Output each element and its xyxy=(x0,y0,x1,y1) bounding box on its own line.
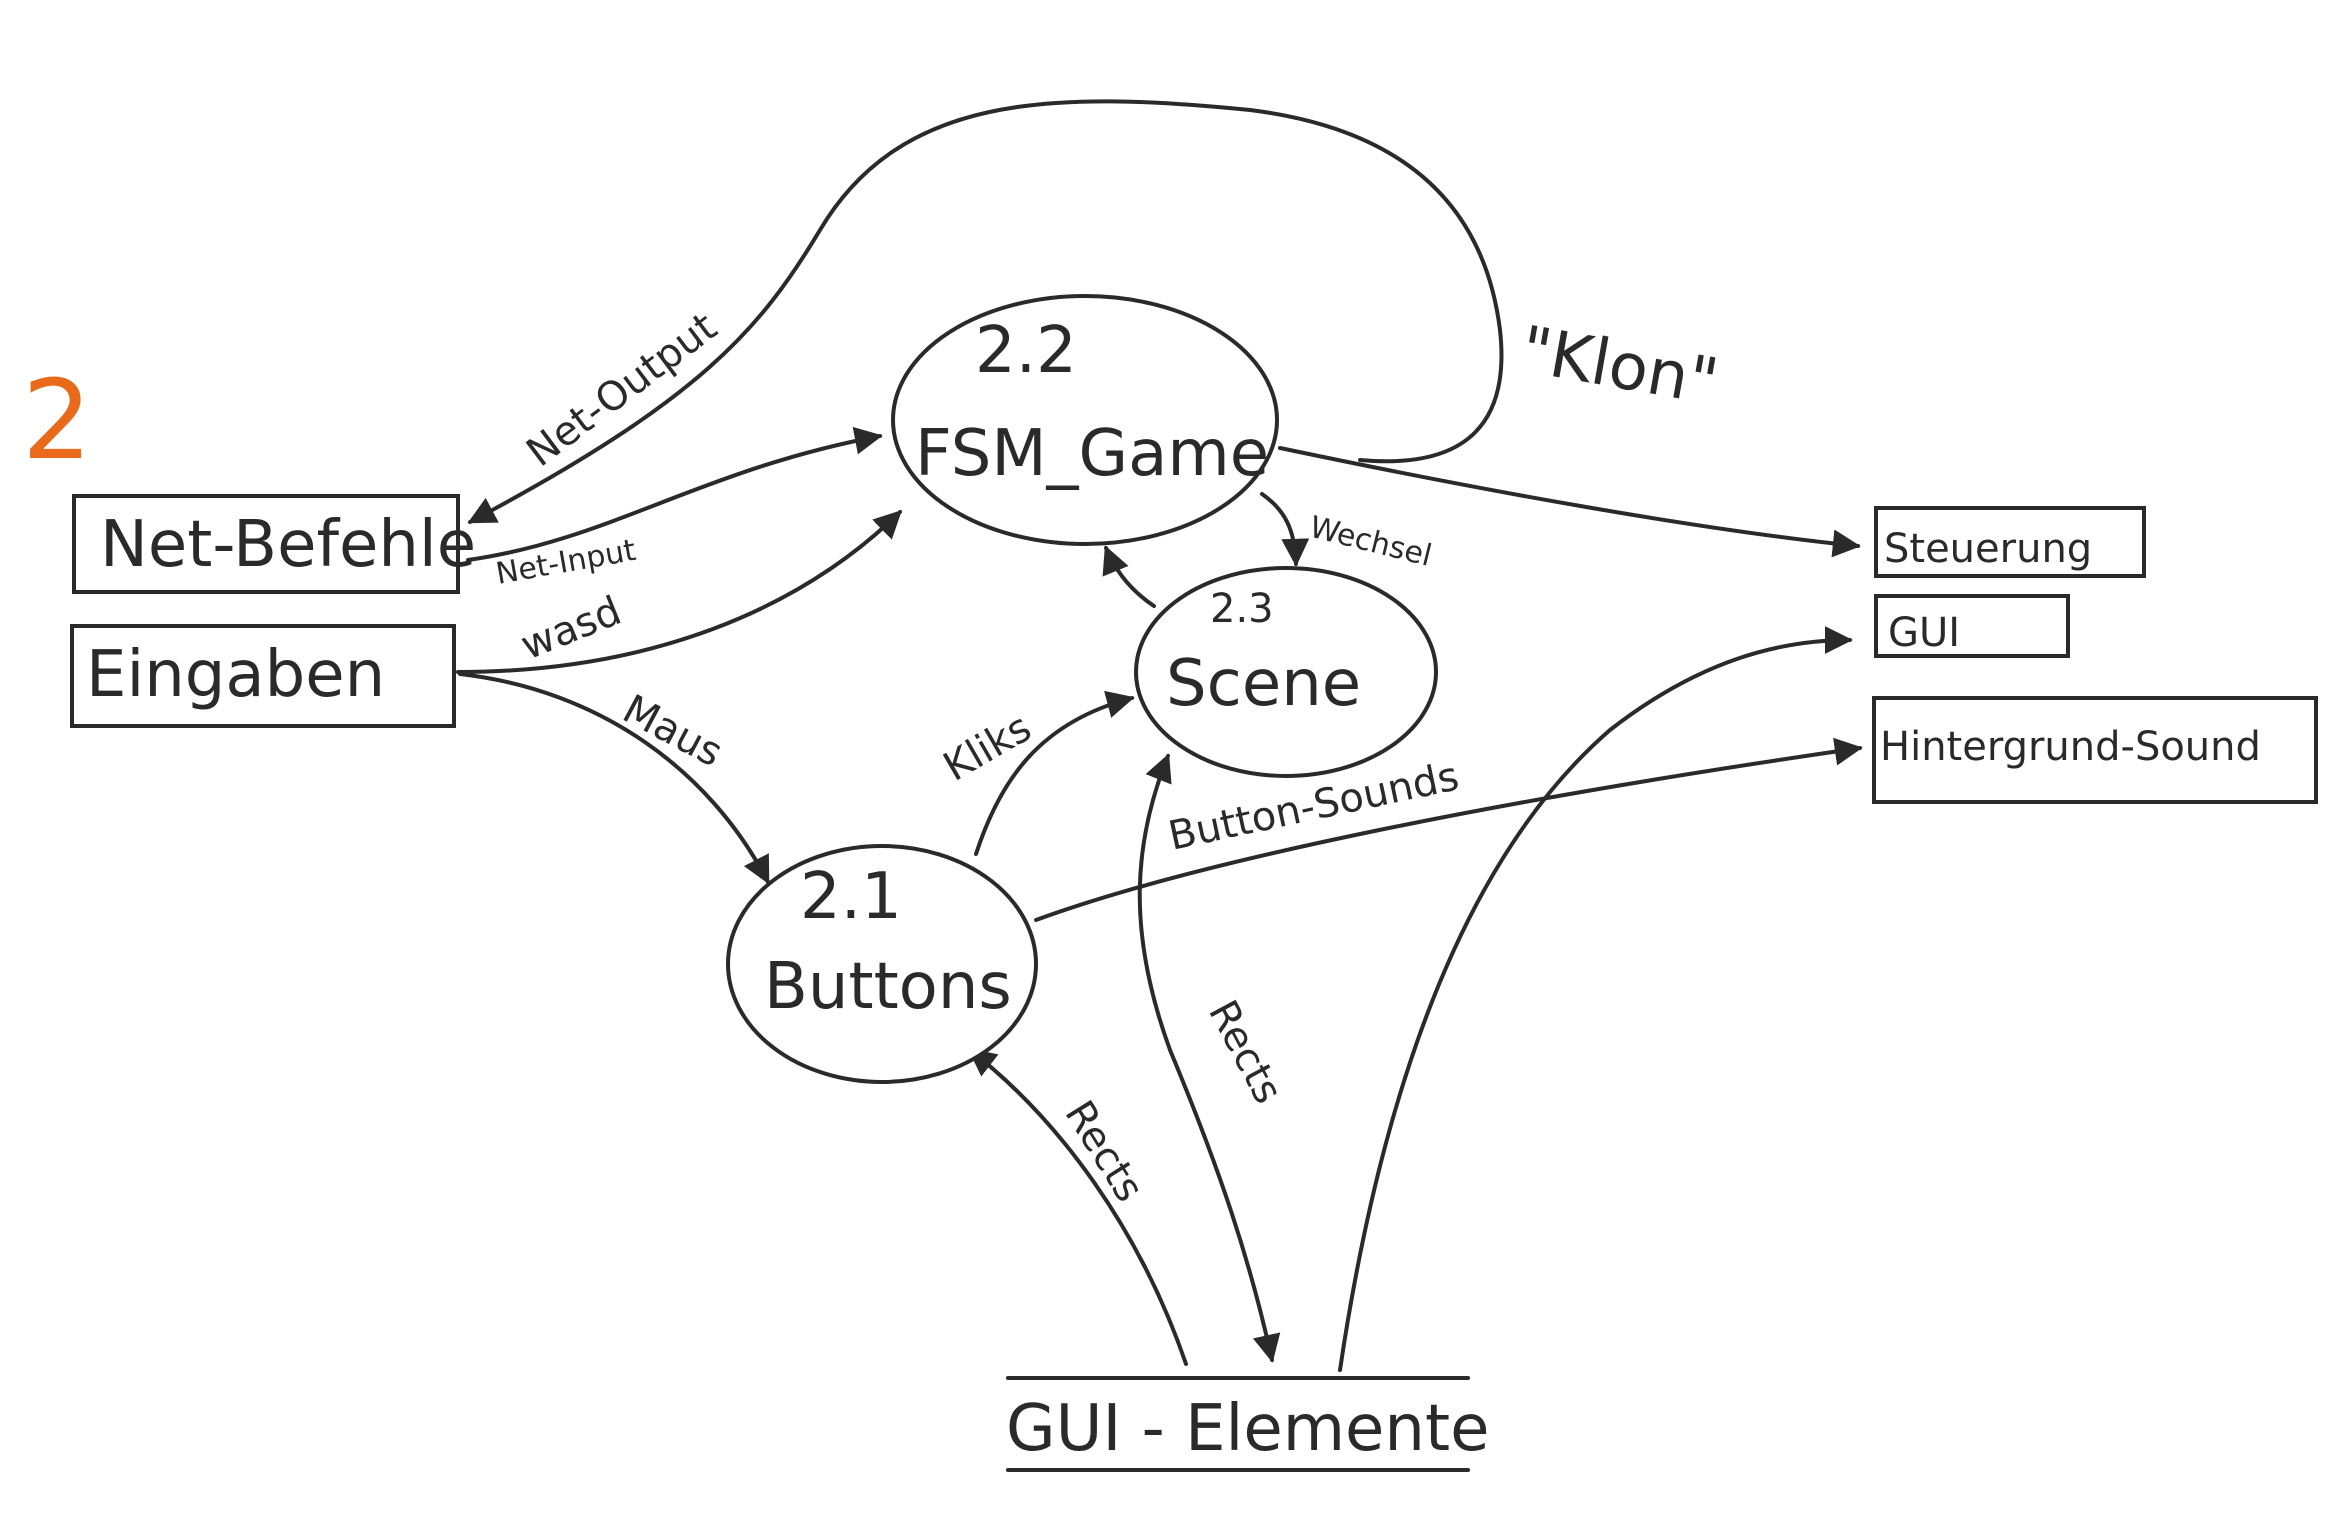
flow-net-input xyxy=(466,426,883,562)
flow-maus xyxy=(458,672,770,885)
entity-eingaben: Eingaben xyxy=(70,624,456,728)
entity-hintergrund-sound-label: Hintergrund-Sound xyxy=(1880,724,2261,770)
entity-hintergrund-sound: Hintergrund-Sound xyxy=(1872,696,2318,804)
label-net-output: Net-Output xyxy=(518,304,725,476)
flow-klon-net-output xyxy=(467,99,1504,524)
flow-rects-scene xyxy=(1137,753,1281,1363)
entity-gui: GUI xyxy=(1874,594,2070,658)
process-scene-number: 2.3 xyxy=(1210,586,1274,632)
process-fsm-game-number: 2.2 xyxy=(975,314,1077,388)
process-scene-name: Scene xyxy=(1166,647,1361,721)
label-klon: "Klon" xyxy=(1515,313,1723,420)
label-net-input: Net-Input xyxy=(493,533,638,592)
process-buttons-name: Buttons xyxy=(764,950,1012,1024)
flow-wasd xyxy=(456,510,903,674)
process-buttons-number: 2.1 xyxy=(800,860,902,934)
flow-wechsel xyxy=(1260,492,1310,567)
entity-net-befehle-label: Net-Befehle xyxy=(100,508,476,582)
flow-scene-to-fsm xyxy=(1102,545,1156,608)
flow-button-sounds xyxy=(1034,737,1863,922)
label-rects-scene: Rects xyxy=(1199,993,1291,1111)
flow-kliks xyxy=(974,690,1135,856)
label-kliks: Kliks xyxy=(936,705,1039,791)
flow-rects-buttons xyxy=(967,1048,1188,1366)
datastore-gui-elemente: GUI - Elemente xyxy=(1006,1376,1489,1472)
entity-steuerung-label: Steuerung xyxy=(1884,526,2092,572)
datastore-gui-elemente-label: GUI - Elemente xyxy=(1006,1392,1489,1466)
flow-steuerung xyxy=(1278,446,1861,558)
entity-net-befehle: Net-Befehle xyxy=(72,494,476,594)
process-buttons: 2.1 Buttons xyxy=(726,844,1038,1084)
process-scene: 2.3 Scene xyxy=(1134,566,1438,778)
entity-gui-label: GUI xyxy=(1888,610,1960,656)
process-fsm-game-name: FSM_Game xyxy=(915,417,1269,491)
label-wechsel: Wechsel xyxy=(1306,510,1435,574)
flow-gui xyxy=(1338,626,1853,1372)
process-fsm-game: 2.2 FSM_Game xyxy=(891,294,1279,546)
entity-eingaben-label: Eingaben xyxy=(86,638,385,712)
entity-steuerung: Steuerung xyxy=(1874,506,2146,578)
page-number: 2 xyxy=(22,356,92,484)
